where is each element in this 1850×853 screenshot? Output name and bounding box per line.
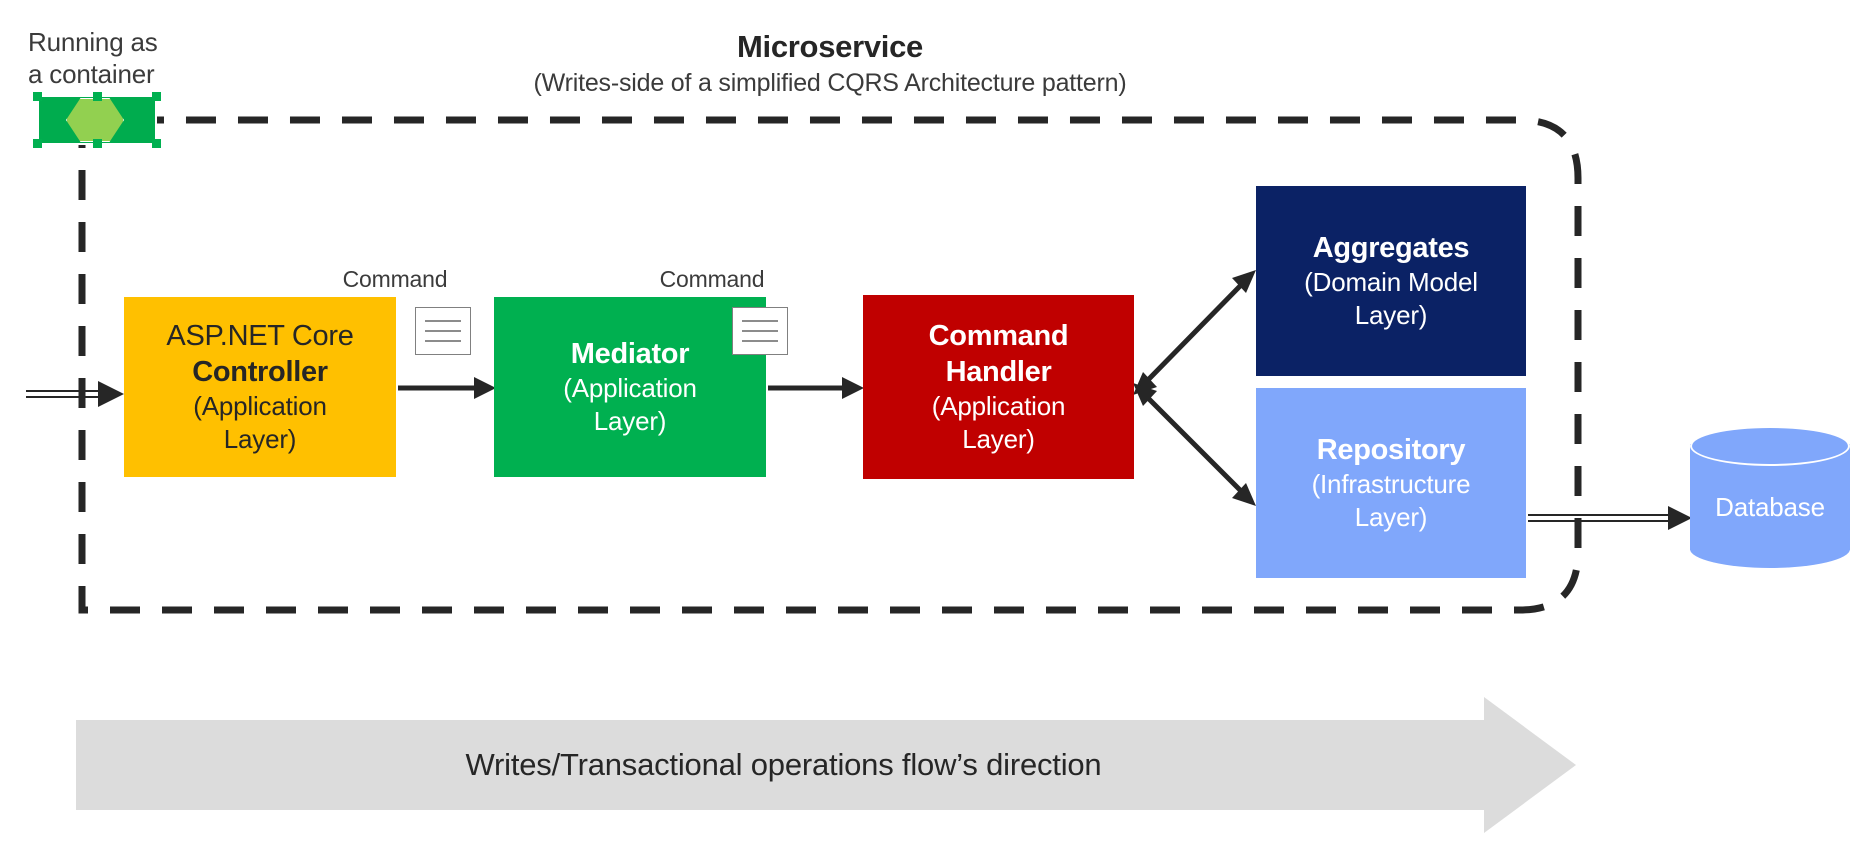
container-note: Running as a container [28, 26, 218, 90]
document-icon-line-3 [425, 340, 461, 342]
node-repository[interactable]: Repository (Infrastructure Layer) [1256, 388, 1526, 578]
node-aspnet-core-controller[interactable]: ASP.NET Core Controller (Application Lay… [124, 297, 396, 477]
container-note-line-2: a container [28, 59, 155, 89]
diagram-title: Microservice [737, 29, 923, 64]
repository-title: Repository [1316, 434, 1466, 466]
selection-handle-top-middle[interactable] [93, 92, 102, 101]
repository-layer-line-1: (Infrastructure [1311, 469, 1471, 499]
flow-direction-banner: Writes/Transactional operations flow’s d… [76, 697, 1576, 833]
mediator-layer-line-1: (Application [563, 373, 697, 403]
repository-layer-line-2: Layer) [1354, 502, 1428, 532]
controller-layer-line-1: (Application [193, 391, 327, 421]
arrow-mediator-to-handler [768, 377, 864, 399]
flow-banner-body [76, 720, 1491, 810]
diagram-subtitle: (Writes-side of a simplified CQRS Archit… [533, 69, 1127, 97]
handler-layer-line-2: Layer) [962, 424, 1035, 454]
incoming-request-arrow [26, 381, 124, 407]
document-icon-line-2 [742, 330, 778, 332]
document-icon-line-1 [425, 320, 461, 322]
container-icon [33, 92, 161, 148]
controller-layer-line-2: Layer) [223, 424, 297, 454]
node-aggregates[interactable]: Aggregates (Domain Model Layer) [1256, 186, 1526, 376]
document-icon-line-3 [742, 340, 778, 342]
edge-label-command-2: Command [659, 266, 765, 292]
arrow-controller-to-mediator [398, 377, 496, 399]
handler-title-line-1: Command [928, 320, 1069, 352]
handler-layer-line-1: (Application [931, 391, 1066, 421]
selection-handle-bottom-left[interactable] [33, 139, 42, 148]
aggregates-layer-line-2: Layer) [1354, 300, 1428, 330]
arrow-repository-to-database [1528, 506, 1692, 530]
selection-handle-top-left[interactable] [33, 92, 42, 101]
container-note-line-1: Running as [28, 27, 158, 57]
edge-label-command-1: Command [342, 266, 448, 292]
document-icon-line-2 [425, 330, 461, 332]
mediator-title: Mediator [570, 338, 690, 370]
diagram-title-block: Microservice (Writes-side of a simplifie… [500, 28, 1160, 100]
database-label: Database [1715, 492, 1825, 522]
selection-handle-bottom-right[interactable] [152, 139, 161, 148]
node-mediator[interactable]: Mediator (Application Layer) [494, 297, 766, 477]
node-command-handler[interactable]: Command Handler (Application Layer) [863, 295, 1134, 479]
flow-banner-label: Writes/Transactional operations flow’s d… [465, 747, 1102, 782]
mediator-layer-line-2: Layer) [593, 406, 667, 436]
aggregates-layer-line-1: (Domain Model [1304, 267, 1478, 297]
arrow-handler-repository [1133, 383, 1256, 506]
handler-title-line-2: Handler [945, 356, 1052, 388]
arrow-handler-aggregates [1133, 270, 1256, 395]
flow-banner-arrowhead-icon [1484, 697, 1576, 833]
database-cylinder-top [1690, 426, 1850, 466]
selection-handle-top-right[interactable] [152, 92, 161, 101]
aggregates-title: Aggregates [1312, 232, 1470, 264]
document-icon [732, 307, 788, 355]
document-icon-line-1 [742, 320, 778, 322]
document-icon [415, 307, 471, 355]
selection-handle-bottom-middle[interactable] [93, 139, 102, 148]
controller-title-line-2: Controller [192, 356, 328, 388]
controller-title-line-1: ASP.NET Core [166, 320, 354, 352]
node-database[interactable]: Database [1690, 426, 1850, 568]
